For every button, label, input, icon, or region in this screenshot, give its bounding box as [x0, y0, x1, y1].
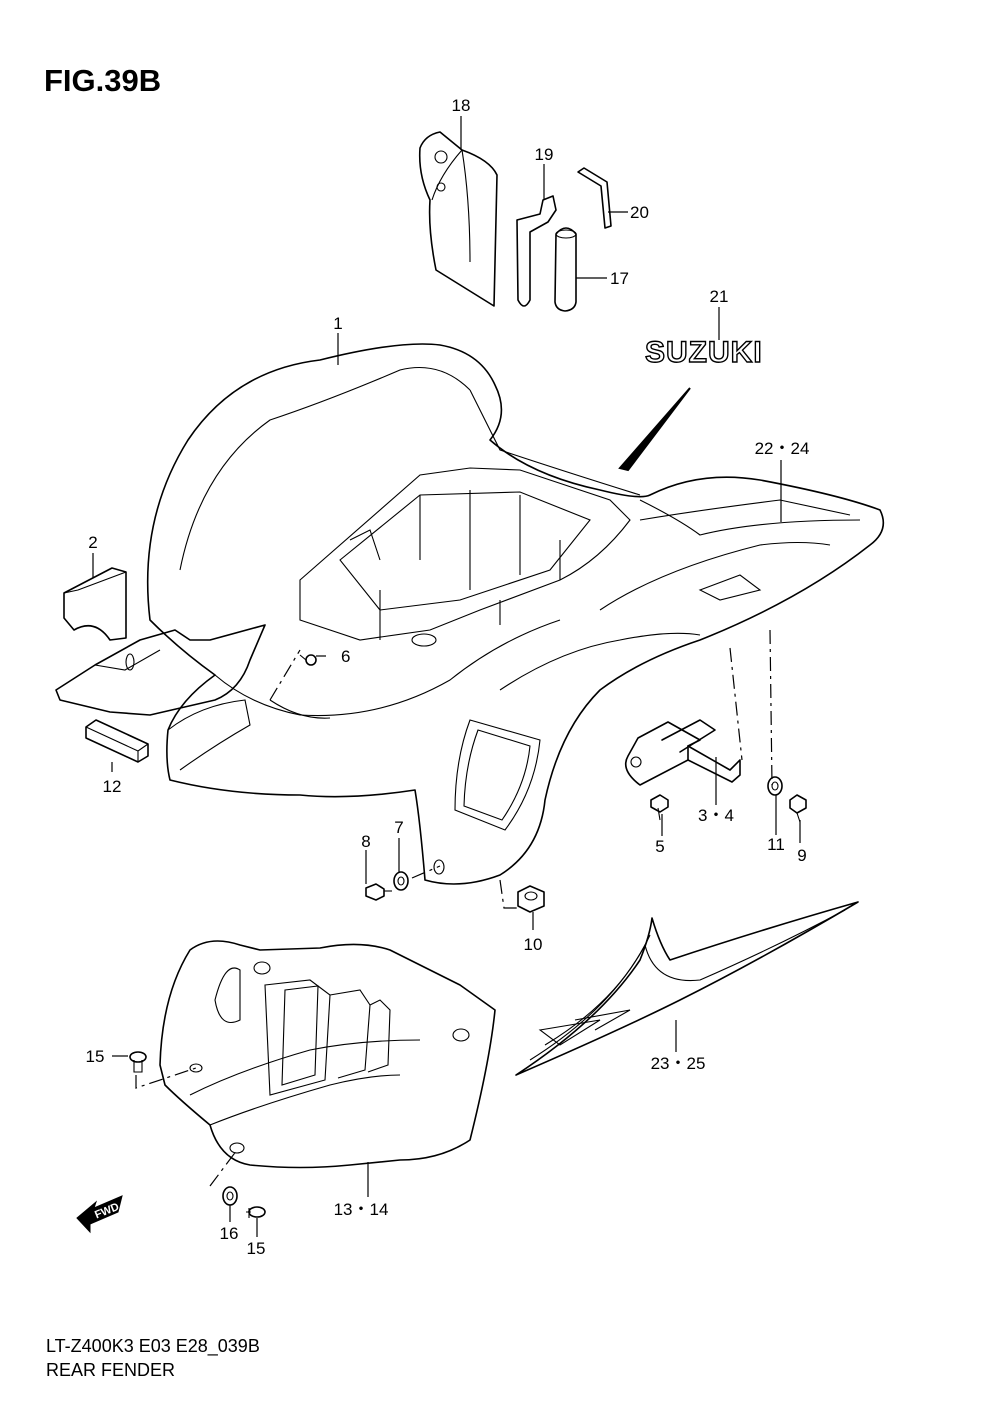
callout-8: 8	[361, 832, 370, 851]
fender-mud-flap	[55, 624, 266, 716]
part-11-washer	[767, 776, 783, 796]
part-20-hex-wrench	[577, 167, 612, 229]
part-23-25-side-decal	[515, 901, 859, 1076]
callout-13-14: 13・14	[334, 1200, 389, 1219]
part-3-4-bracket	[624, 719, 741, 786]
part-13-14-mud-guard	[159, 940, 496, 1169]
part-5-bolt	[650, 794, 669, 821]
callout-labels: 18 19 20 17 21 1 22・24 2 6 12 3・4 5 11 9…	[86, 96, 810, 1258]
callout-1: 1	[333, 314, 342, 333]
callout-17: 17	[610, 269, 629, 288]
diagram-caption: REAR FENDER	[46, 1360, 175, 1380]
callout-7: 7	[394, 818, 403, 837]
part-1-rear-fender	[146, 343, 885, 885]
callout-10: 10	[524, 935, 543, 954]
callout-18: 18	[452, 96, 471, 115]
callout-9: 9	[797, 846, 806, 865]
emblem-pointer-arrow	[618, 387, 691, 472]
fwd-direction-marker: FWD	[76, 1195, 123, 1234]
part-16-washer	[222, 1186, 238, 1206]
callout-20: 20	[630, 203, 649, 222]
callout-22-24: 22・24	[755, 439, 810, 458]
suzuki-emblem-text: SUZUKI	[645, 336, 763, 369]
callout-5: 5	[655, 837, 664, 856]
part-17-plug-wrench	[554, 227, 577, 312]
figure-title: FIG.39B	[44, 63, 161, 98]
model-code: LT-Z400K3 E03 E28_039B	[46, 1336, 260, 1357]
callout-23-25: 23・25	[651, 1054, 706, 1073]
part-21-suzuki-emblem: SUZUKI	[618, 335, 763, 472]
part-6-clip	[299, 654, 317, 666]
callout-2: 2	[88, 533, 97, 552]
callout-21: 21	[710, 287, 729, 306]
callout-15-lower: 15	[247, 1239, 266, 1258]
callout-15-upper: 15	[86, 1047, 105, 1066]
assembly-lines	[135, 629, 773, 1187]
part-8-bolt	[365, 883, 392, 901]
part-15-screw-lower	[246, 1206, 266, 1218]
part-7-washer	[393, 871, 409, 891]
part-15-screw-upper	[129, 1051, 147, 1073]
part-18-tool-bag	[418, 131, 498, 307]
callout-3-4: 3・4	[698, 806, 734, 825]
part-19-spanner	[516, 195, 557, 307]
callout-19: 19	[535, 145, 554, 164]
part-2-pad	[63, 567, 127, 641]
callout-11: 11	[767, 835, 785, 854]
callout-16: 16	[220, 1224, 239, 1243]
callout-6: 6	[341, 647, 350, 666]
part-9-bolt	[789, 794, 807, 823]
fwd-label: FWD	[93, 1201, 121, 1222]
leader-lines	[92, 116, 801, 1237]
callout-12: 12	[103, 777, 122, 796]
part-12-pad-block	[85, 719, 149, 763]
part-10-grommet	[517, 885, 545, 913]
